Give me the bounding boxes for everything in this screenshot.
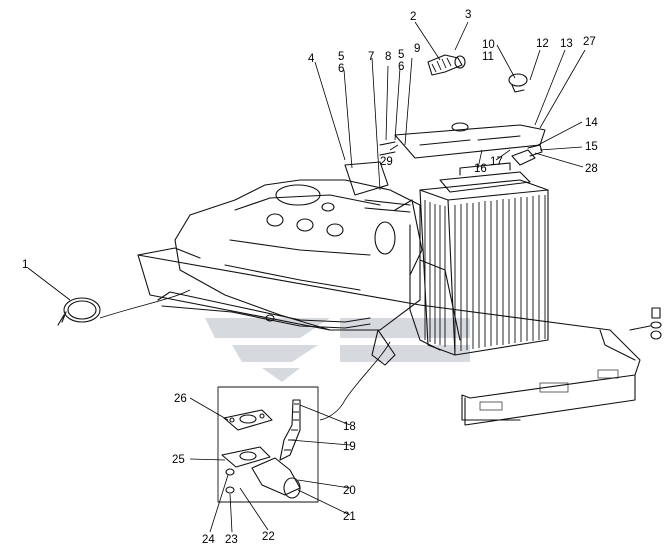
callout-22: 22 bbox=[262, 531, 275, 543]
engine-block bbox=[174, 161, 423, 331]
callout-7: 7 bbox=[368, 51, 374, 63]
callout-11: 11 bbox=[482, 51, 494, 63]
hose-clamp-1 bbox=[57, 297, 101, 326]
callout-21: 21 bbox=[343, 511, 356, 523]
callout-23: 23 bbox=[225, 534, 238, 546]
callout-15: 15 bbox=[585, 141, 598, 153]
callout-1: 1 bbox=[22, 259, 28, 271]
callout-2: 2 bbox=[410, 11, 416, 23]
callout-18: 18 bbox=[343, 421, 356, 433]
callout-28: 28 bbox=[585, 163, 598, 175]
callout-19: 19 bbox=[343, 441, 356, 453]
callout-14: 14 bbox=[585, 117, 598, 129]
callout-5a: 5 bbox=[338, 51, 344, 63]
callout-8: 8 bbox=[385, 51, 391, 63]
filler-hose-detail bbox=[427, 54, 466, 76]
callout-6a: 6 bbox=[338, 63, 344, 75]
callout-17: 17 bbox=[490, 156, 503, 168]
frame-beam bbox=[137, 247, 641, 426]
radiator-bracket bbox=[511, 144, 543, 166]
engine-hoses bbox=[157, 199, 461, 366]
callout-10: 10 bbox=[482, 39, 495, 51]
callout-13: 13 bbox=[560, 38, 573, 50]
callout-9: 9 bbox=[414, 43, 420, 55]
watermark-logo bbox=[205, 318, 470, 382]
callout-20: 20 bbox=[343, 485, 356, 497]
callout-5b: 5 bbox=[398, 49, 404, 61]
callout-29: 29 bbox=[380, 156, 393, 168]
callout-24: 24 bbox=[202, 534, 215, 546]
callout-26: 26 bbox=[174, 393, 187, 405]
callout-25: 25 bbox=[172, 454, 185, 466]
callout-16: 16 bbox=[474, 163, 487, 175]
inset-detail-box bbox=[217, 386, 319, 503]
callout-3: 3 bbox=[465, 9, 471, 21]
bolt-assembly bbox=[629, 307, 662, 340]
clamp-10-11 bbox=[508, 73, 528, 93]
callout-12: 12 bbox=[536, 38, 549, 50]
callout-leaders bbox=[27, 21, 586, 533]
callout-4: 4 bbox=[308, 53, 315, 65]
callout-labels: 1 2 3 4 5 6 7 8 5 6 9 10 11 12 13 27 14 … bbox=[22, 9, 598, 546]
callout-6b: 6 bbox=[398, 61, 404, 73]
callout-27: 27 bbox=[583, 36, 596, 48]
radiator bbox=[379, 122, 549, 356]
